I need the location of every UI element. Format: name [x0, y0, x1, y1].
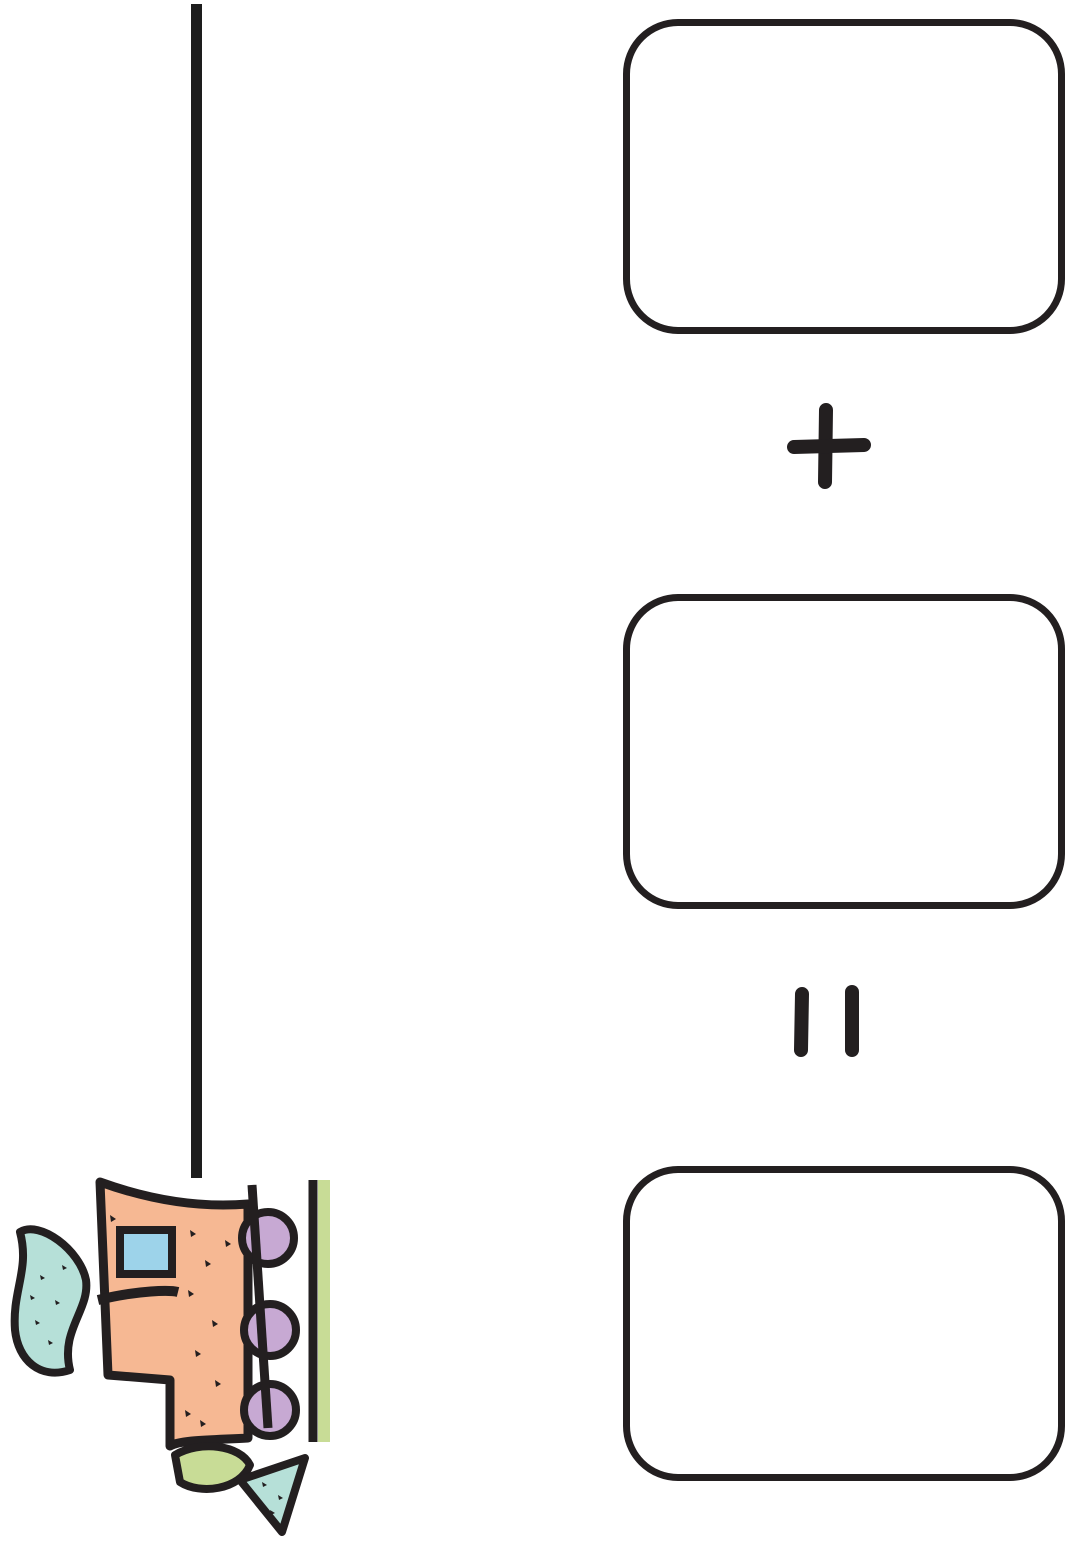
music-notes-clipart-icon: [0, 1170, 340, 1540]
sum-box[interactable]: [623, 1166, 1065, 1481]
addend-box-2[interactable]: [623, 594, 1065, 909]
plus-sign: +: [780, 400, 872, 496]
addend-box-1[interactable]: [623, 19, 1065, 334]
vertical-rule-line: [191, 4, 202, 1178]
equals-sign: =: [780, 980, 870, 1066]
